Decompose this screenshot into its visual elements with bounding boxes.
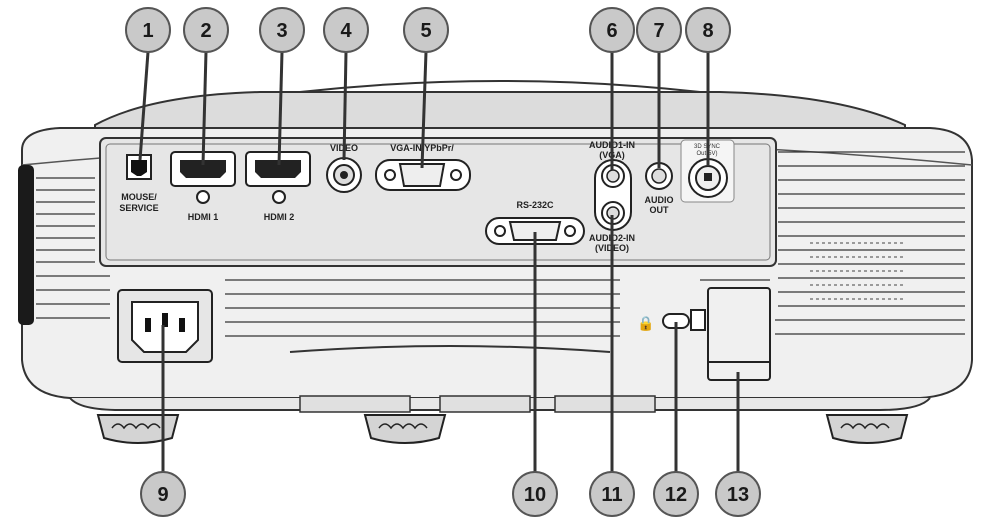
callout-number-12: 12 xyxy=(665,484,687,506)
callout-number-7: 7 xyxy=(653,20,664,42)
left-grille xyxy=(36,177,110,319)
hdmi1-port-slot xyxy=(180,160,226,178)
callout-badge-8 xyxy=(685,7,731,53)
callout-badge-2 xyxy=(183,7,229,53)
callout-line-5 xyxy=(420,51,428,169)
power-pin-left xyxy=(145,318,151,332)
underside-block-center xyxy=(439,395,531,413)
vga-screw-left xyxy=(384,169,396,181)
rs232c-label: RS-232C xyxy=(516,200,554,210)
callout-number-9: 9 xyxy=(157,484,168,506)
callout-line-2 xyxy=(201,51,208,166)
kensington-lock-icon: 🔒 xyxy=(637,315,654,332)
callout-line-3 xyxy=(277,51,284,166)
audio1-in-pin xyxy=(606,169,620,183)
callout-badge-10 xyxy=(512,471,558,517)
callout-number-5: 5 xyxy=(420,20,431,42)
hdmi1-label: HDMI 1 xyxy=(188,212,219,222)
vga-screw-right xyxy=(450,169,462,181)
callout-number-1: 1 xyxy=(142,20,153,42)
callout-number-10: 10 xyxy=(524,484,546,506)
rs232c-screw-right xyxy=(564,225,576,237)
housing-top-ridge xyxy=(299,80,701,93)
security-bar xyxy=(707,287,771,381)
underside-block-right xyxy=(554,395,656,413)
underside-block-left xyxy=(299,395,411,413)
hdmi1-screw xyxy=(196,190,210,204)
callout-badge-13 xyxy=(715,471,761,517)
video-port-pin xyxy=(340,171,348,179)
callout-line-1 xyxy=(138,51,150,161)
connector-panel-inner xyxy=(105,143,771,261)
callout-badge-3 xyxy=(259,7,305,53)
rs232c-screw-left xyxy=(494,225,506,237)
hdmi2-port-slot xyxy=(255,160,301,178)
security-bar-slot xyxy=(690,309,706,331)
bottom-lip xyxy=(289,345,611,353)
foot-left xyxy=(96,414,180,444)
callout-badge-5 xyxy=(403,7,449,53)
usb-port-inner xyxy=(131,160,147,176)
callout-number-4: 4 xyxy=(340,20,352,42)
callout-badge-12 xyxy=(653,471,699,517)
rs232c-port-d xyxy=(508,221,562,241)
hdmi2-screw xyxy=(272,190,286,204)
vga-port-d xyxy=(398,163,446,187)
mouse-service-label-2: SERVICE xyxy=(119,203,158,213)
callout-badge-6 xyxy=(589,7,635,53)
callout-badge-7 xyxy=(636,7,682,53)
callout-badge-9 xyxy=(140,471,186,517)
callout-number-13: 13 xyxy=(727,484,749,506)
callout-number-8: 8 xyxy=(702,20,713,42)
callout-number-3: 3 xyxy=(276,20,287,42)
foot-right xyxy=(825,414,909,444)
power-pin-right xyxy=(179,318,185,332)
callout-number-11: 11 xyxy=(601,484,622,506)
hdmi2-label: HDMI 2 xyxy=(264,212,295,222)
audio-out-label-2: OUT xyxy=(650,205,670,215)
callout-badge-4 xyxy=(323,7,369,53)
power-pin-center xyxy=(162,313,168,327)
right-grille-dashes xyxy=(810,242,905,300)
foot-center xyxy=(363,414,447,444)
audio-out-pin xyxy=(651,168,667,184)
sync-3d-port-key xyxy=(704,173,712,181)
callout-number-2: 2 xyxy=(200,20,211,42)
callout-line-4 xyxy=(342,51,348,161)
mouse-service-label-1: MOUSE/ xyxy=(121,192,157,202)
callout-badge-11 xyxy=(589,471,635,517)
callout-badge-1 xyxy=(125,7,171,53)
callout-number-6: 6 xyxy=(606,20,617,42)
left-dark-vent xyxy=(18,165,34,325)
right-grille xyxy=(775,151,965,335)
audio-out-label-1: AUDIO xyxy=(645,195,674,205)
